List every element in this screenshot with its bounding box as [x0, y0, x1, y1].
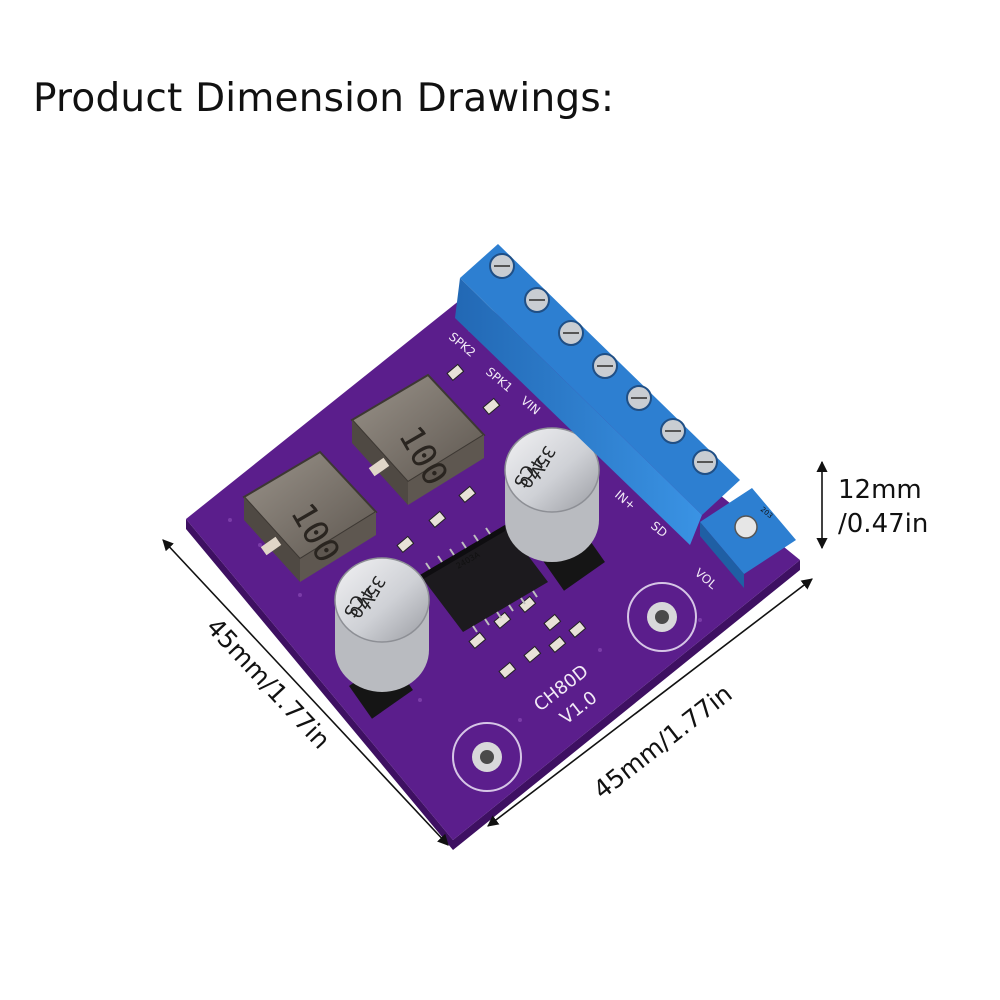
page-title: Product Dimension Drawings:: [33, 76, 615, 121]
electrolytic-capacitor: 35V 470 CS: [504, 427, 605, 591]
potentiometer: 203: [700, 488, 796, 588]
dimension-line-bottom: [487, 578, 813, 827]
screw-terminal-block: [455, 244, 740, 545]
inductor: 100: [350, 373, 486, 505]
dimension-line-left: [162, 539, 449, 846]
dimension-height-in: /0.47in: [838, 509, 928, 539]
dimension-height-mm: 12mm: [838, 475, 922, 505]
